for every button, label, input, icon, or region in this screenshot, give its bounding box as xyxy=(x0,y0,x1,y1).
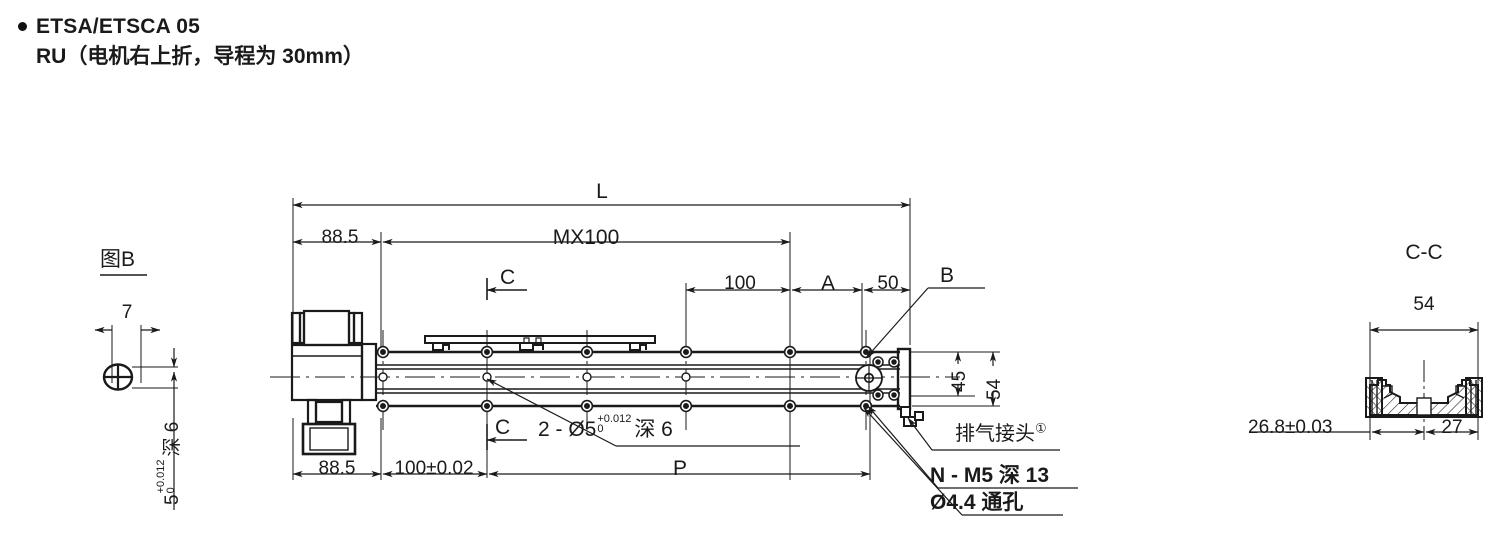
dim-overall-length: L xyxy=(596,180,608,203)
callout-dowel-suffix: 深 6 xyxy=(634,418,673,441)
detail-b-label: 图B xyxy=(100,248,136,271)
dim-end: 50 xyxy=(877,273,899,294)
bullet-icon xyxy=(18,22,27,31)
variant-title: RU（电机右上折，导程为 30mm） xyxy=(36,45,364,68)
dim-a: A xyxy=(820,272,836,295)
callout-through-holes: Ø4.4 通孔 xyxy=(930,491,1024,514)
callout-exhaust-text: 排气接头 xyxy=(955,423,1035,445)
dim-pitch-step: 100 xyxy=(724,273,756,294)
section-mark-c-bottom: C xyxy=(495,416,511,439)
section-mark-c-top: C xyxy=(500,266,516,289)
section-cc-geometry xyxy=(1250,322,1483,440)
detail-b-depth-text: 深 6 xyxy=(162,421,183,457)
dim-bottom-pitch: 100±0.02 xyxy=(394,458,474,479)
title-block: ETSA/ETSCA 05 RU（电机右上折，导程为 30mm） xyxy=(18,12,578,72)
dim-bottom-offset: 88.5 xyxy=(318,458,356,479)
callout-dowel-tol-upper: +0.012 xyxy=(597,413,632,425)
detail-b-tol-lower: 0 xyxy=(165,487,177,494)
dim-stroke: P xyxy=(672,457,688,480)
callout-exhaust-mark: ① xyxy=(1035,420,1047,436)
model-title-row: ETSA/ETSCA 05 xyxy=(18,12,578,42)
section-cc-right-dim: 27 xyxy=(1441,417,1463,438)
dim-height-inner: 45 xyxy=(949,370,970,392)
dim-height-outer: 54 xyxy=(984,378,1005,400)
detail-b-width-dim: 7 xyxy=(121,302,133,323)
section-cc-label: C-C xyxy=(1405,241,1443,264)
callout-exhaust-port: 排气接头① xyxy=(955,421,1047,445)
dim-motor-offset: 88.5 xyxy=(321,227,359,248)
callout-thread-holes: N - M5 深 13 xyxy=(930,464,1050,487)
callout-dowel-tol-lower: 0 xyxy=(597,423,604,435)
section-cc-left-dim: 26.8±0.03 xyxy=(1248,417,1333,438)
main-view-geometry xyxy=(270,198,1078,516)
model-title: ETSA/ETSCA 05 xyxy=(36,15,201,38)
callout-dowel-prefix: 2 - Ø5 xyxy=(538,418,597,441)
dim-pitch-total: MX100 xyxy=(552,226,620,249)
leader-label-b: B xyxy=(940,264,955,287)
detail-b-hole-size: 5 xyxy=(162,494,183,505)
section-cc-width: 54 xyxy=(1413,294,1435,315)
detail-b-geometry xyxy=(94,274,178,510)
